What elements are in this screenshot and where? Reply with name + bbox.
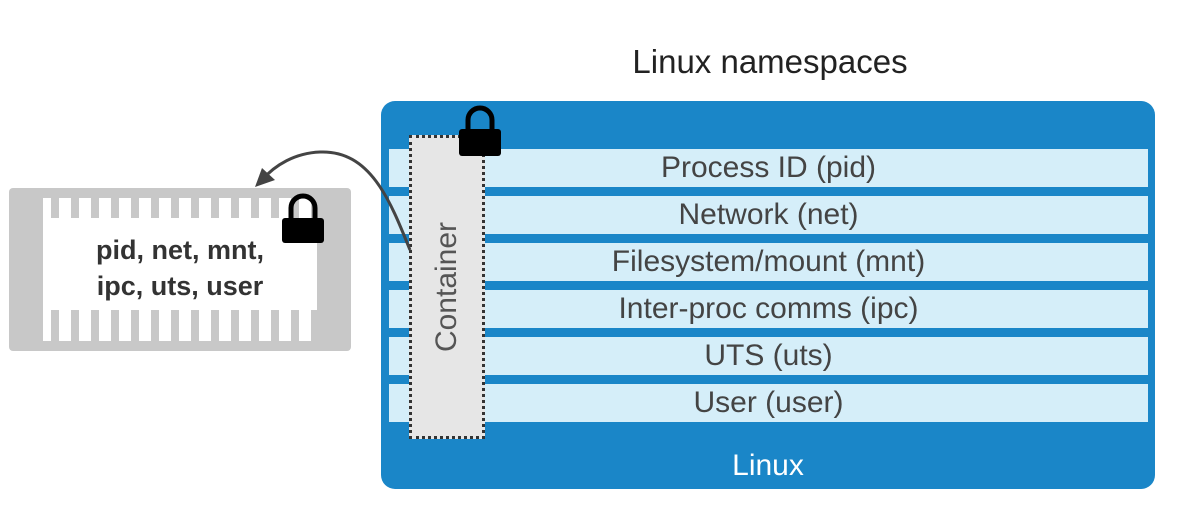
namespace-row-mnt: Filesystem/mount (mnt) [389,243,1148,281]
namespace-label: UTS (uts) [704,339,833,372]
shipping-container-line1: pid, net, mnt, [96,235,264,265]
namespace-label: Inter-proc comms (ipc) [618,292,919,325]
shipping-container-icon [9,188,351,351]
namespace-label: Network (net) [678,198,859,231]
container-strip [409,135,485,439]
namespace-row-pid: Process ID (pid) [389,149,1148,187]
lock-icon [282,193,324,243]
shipping-container-line2: ipc, uts, user [96,271,264,301]
linux-label: Linux [732,449,804,482]
namespace-label: Filesystem/mount (mnt) [611,245,926,278]
namespace-row-user: User (user) [389,384,1148,422]
namespace-row-net: Network (net) [389,196,1148,234]
namespace-row-ipc: Inter-proc comms (ipc) [389,290,1148,328]
lock-icon [459,105,501,156]
namespace-row-uts: UTS (uts) [389,337,1148,375]
arrow-icon [255,150,412,251]
shipping-container-text: pid, net, mnt, ipc, uts, user [60,232,300,304]
namespace-label: Process ID (pid) [660,151,877,184]
namespace-label: User (user) [693,386,844,419]
diagram-title: Linux namespaces [632,43,908,80]
